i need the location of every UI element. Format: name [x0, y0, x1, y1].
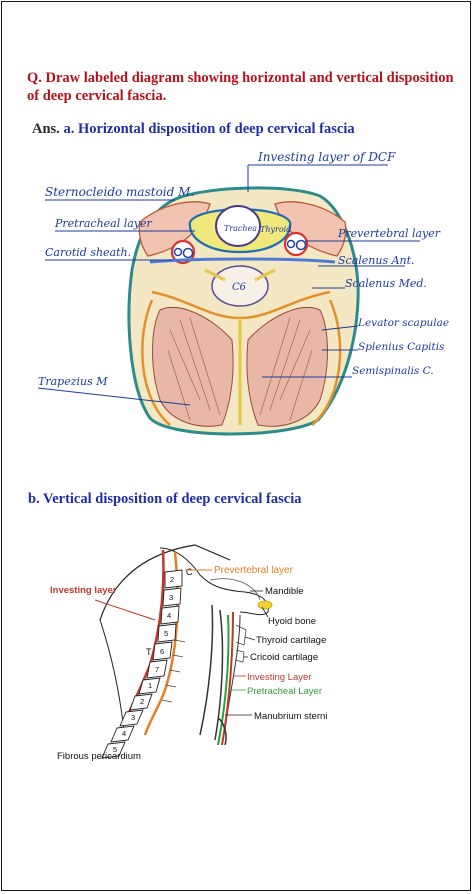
- label-t: T: [146, 647, 152, 657]
- label-manubrium: Manubrium sterni: [254, 711, 327, 722]
- label-scalenus-med: Scalenus Med.: [345, 277, 427, 290]
- svg-text:3: 3: [131, 713, 135, 722]
- label-levator: Levator scapulae: [357, 317, 449, 329]
- label-pretracheal-vertical: Pretracheal Layer: [247, 686, 322, 697]
- svg-text:6: 6: [160, 647, 164, 656]
- horizontal-labels: Investing layer of DCF Sternocleido mast…: [37, 150, 449, 406]
- label-c: C: [186, 567, 193, 577]
- svg-text:2: 2: [170, 575, 174, 584]
- trachea-ring: [215, 205, 261, 247]
- vertebra-c6: [211, 265, 269, 307]
- pretracheal-line: [217, 614, 230, 746]
- svg-text:7: 7: [155, 665, 159, 674]
- horizontal-section-drawing: [127, 186, 360, 436]
- answer-prefix: Ans.: [32, 121, 64, 137]
- label-carotid: Carotid sheath.: [45, 246, 131, 259]
- label-prevertebral: Prevertebral layer: [337, 227, 441, 240]
- label-investing-left: Investing layer: [50, 585, 117, 596]
- label-hyoid: Hyoid bone: [268, 616, 316, 627]
- label-c6: C6: [232, 282, 247, 293]
- svg-text:4: 4: [167, 611, 171, 620]
- vertical-labels: C T 2 3 4 5 6 7 1 2 3 4 5 Prevertebral l…: [50, 565, 327, 762]
- cervical-numbers: 2 3 4 5 6 7: [155, 575, 174, 674]
- section-b-title: b. Vertical disposition of deep cervical…: [28, 491, 302, 507]
- scm-left: [138, 201, 211, 257]
- svg-text:3: 3: [169, 593, 173, 602]
- vertebral-column: [101, 569, 183, 759]
- label-scm: Sternocleido mastoid M.: [45, 185, 194, 199]
- label-scalenus-ant: Scalenus Ant.: [338, 254, 415, 267]
- svg-text:2: 2: [140, 697, 144, 706]
- label-splenius: Splenius Capitis: [358, 341, 445, 353]
- label-trapezius: Trapezius M: [38, 375, 108, 388]
- label-cricoid: Cricoid cartilage: [250, 652, 318, 663]
- label-mandible: Mandible: [265, 586, 304, 597]
- label-investing: Investing layer of DCF: [257, 150, 396, 164]
- label-semispinalis: Semispinalis C.: [352, 365, 434, 377]
- answer-heading: Ans. a. Horizontal disposition of deep c…: [32, 121, 355, 138]
- label-prevertebral-vertical: Prevertebral layer: [214, 565, 294, 576]
- label-pretracheal: Pretracheal layer: [54, 217, 153, 230]
- svg-text:4: 4: [122, 729, 126, 738]
- question-text: Q. Draw labeled diagram showing horizont…: [27, 70, 454, 104]
- label-thyroid-cartilage: Thyroid cartilage: [256, 635, 326, 646]
- label-investing-vertical: Investing Layer: [247, 672, 311, 683]
- label-pericardium: Fibrous pericardium: [57, 751, 141, 762]
- answer-a-title: a. Horizontal disposition of deep cervic…: [63, 121, 355, 137]
- svg-text:5: 5: [164, 629, 168, 638]
- label-trachea: Trachea: [224, 224, 257, 233]
- svg-text:5: 5: [113, 745, 117, 754]
- thoracic-numbers: 1 2 3 4 5: [113, 681, 152, 754]
- svg-text:1: 1: [148, 681, 152, 690]
- label-thyroid: Thyroid: [260, 225, 291, 234]
